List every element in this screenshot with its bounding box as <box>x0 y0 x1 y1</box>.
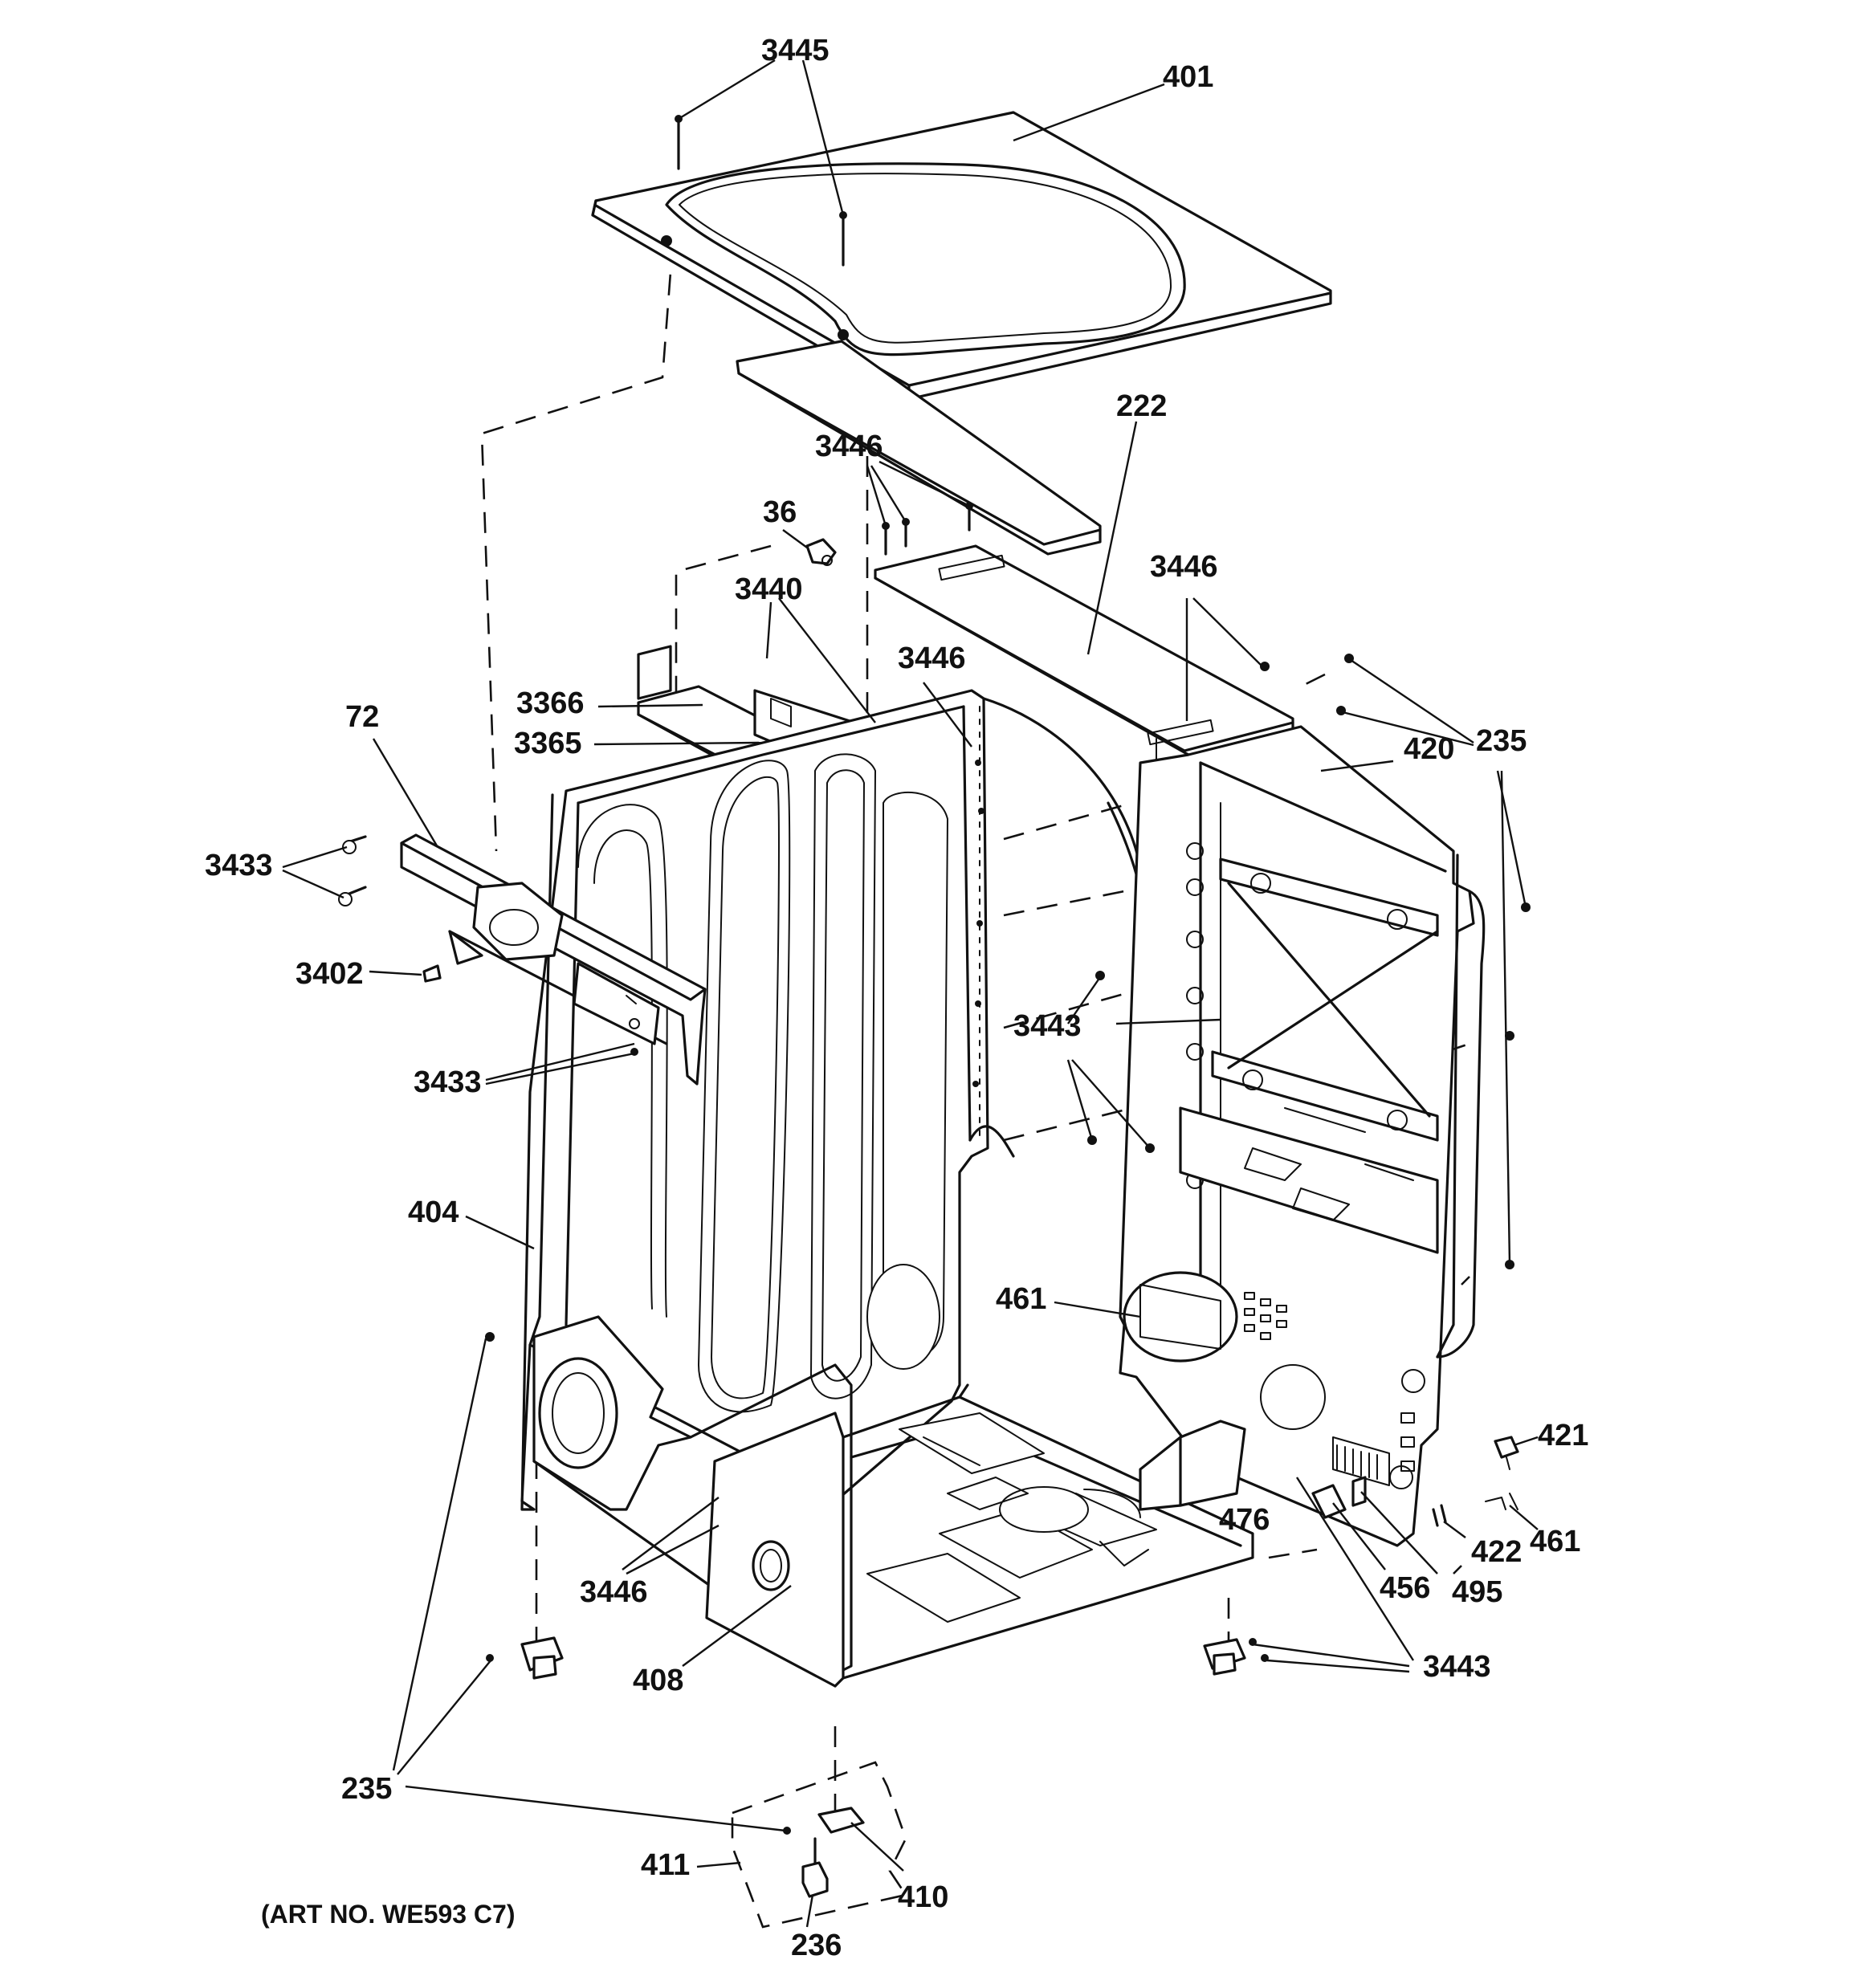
label-3433-lower: 3433 <box>414 1065 482 1099</box>
label-3446-bottom: 3446 <box>580 1575 648 1609</box>
label-404: 404 <box>408 1196 459 1229</box>
bracket-72 <box>400 833 707 1086</box>
label-456: 456 <box>1380 1571 1430 1605</box>
label-3446-mid: 3446 <box>898 642 966 675</box>
label-235-right: 235 <box>1476 724 1527 758</box>
label-411: 411 <box>641 1848 690 1882</box>
label-3446-right: 3446 <box>1150 550 1218 584</box>
screws-3446-top <box>882 502 973 556</box>
small-screws <box>338 654 1531 1835</box>
front-strip <box>736 340 1102 556</box>
part-36-clip <box>805 538 837 566</box>
rear-small-parts <box>1311 1436 1519 1527</box>
label-3402: 3402 <box>296 957 364 991</box>
part-labels: 3445 401 222 3446 36 3440 3446 3446 3366… <box>205 34 1588 1962</box>
label-410: 410 <box>898 1880 948 1914</box>
label-401: 401 <box>1163 60 1213 94</box>
label-422: 422 <box>1471 1535 1522 1569</box>
label-222: 222 <box>1116 389 1167 423</box>
label-3440: 3440 <box>735 572 803 606</box>
label-3443-bottom: 3443 <box>1423 1650 1491 1684</box>
leveling-feet <box>520 1636 1246 1898</box>
main-cabinet <box>520 689 1152 1511</box>
label-495: 495 <box>1452 1575 1502 1609</box>
label-3446-top: 3446 <box>815 430 883 463</box>
label-3366: 3366 <box>516 686 585 720</box>
blower-housing <box>532 1315 853 1688</box>
label-3365: 3365 <box>514 727 582 760</box>
label-3445: 3445 <box>761 34 830 67</box>
label-421: 421 <box>1538 1419 1588 1452</box>
rear-panel <box>1119 725 1486 1547</box>
label-420: 420 <box>1404 732 1454 766</box>
label-3443-mid: 3443 <box>1013 1009 1082 1043</box>
label-235-left: 235 <box>341 1772 392 1806</box>
top-cover <box>591 111 1332 401</box>
base-408 <box>705 1383 1254 1688</box>
leader-lines <box>282 59 1539 1928</box>
label-3433-upper: 3433 <box>205 849 273 882</box>
label-36: 36 <box>763 495 797 529</box>
label-72: 72 <box>345 700 379 734</box>
art-number: (ART NO. WE593 C7) <box>261 1900 515 1929</box>
label-461-mid: 461 <box>996 1282 1046 1316</box>
label-461-right: 461 <box>1530 1525 1580 1558</box>
label-408: 408 <box>633 1664 683 1697</box>
label-236: 236 <box>791 1929 842 1962</box>
label-476: 476 <box>1219 1503 1270 1537</box>
